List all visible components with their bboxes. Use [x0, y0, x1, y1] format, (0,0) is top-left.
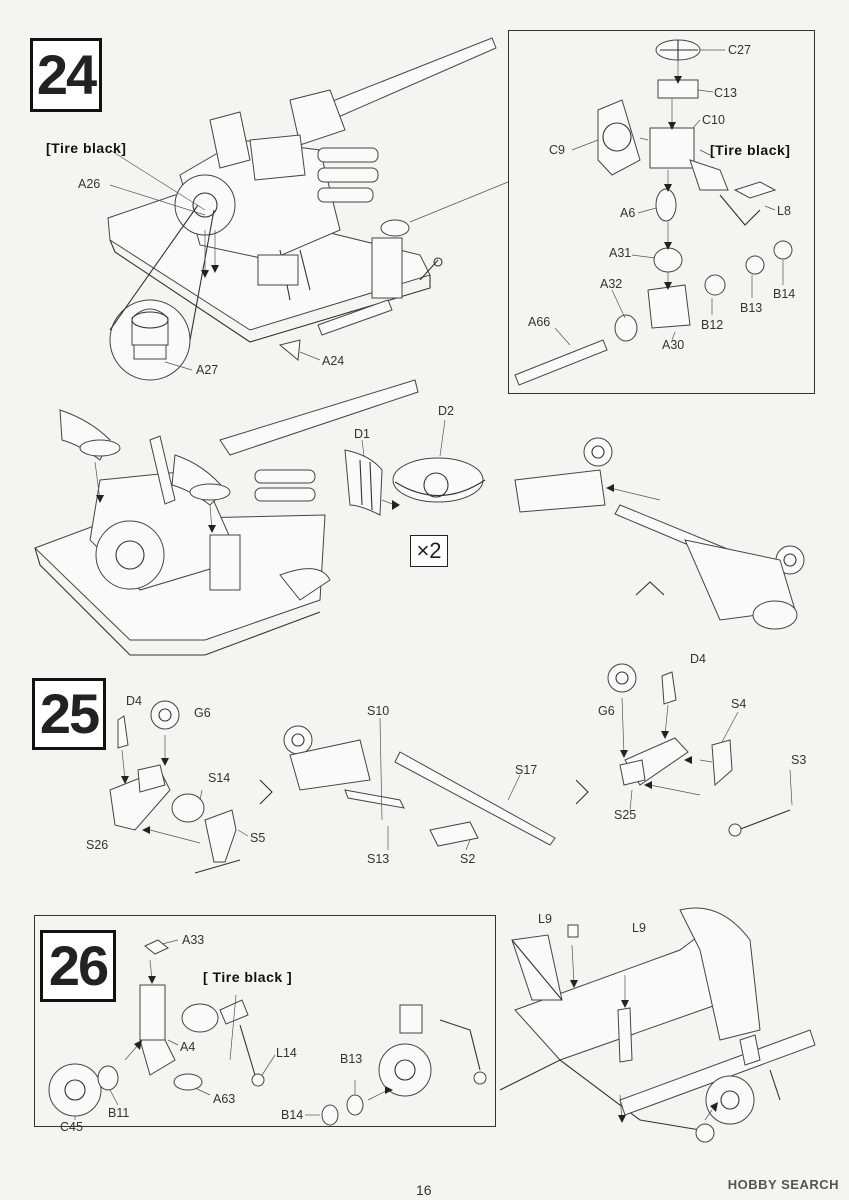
part-label-a33: A33 [182, 933, 205, 947]
part-label-c27: C27 [728, 43, 751, 57]
step-24-gun-assembly [107, 37, 509, 381]
part-label-s2: S2 [460, 852, 476, 866]
part-label-b11: B11 [108, 1106, 130, 1120]
part-label-b12: B12 [701, 318, 724, 332]
step-24-detail-parts [514, 39, 793, 386]
part-label-a30: A30 [662, 338, 685, 352]
part-label-s25: S25 [614, 808, 637, 822]
step-25-badge: 25 [32, 678, 106, 750]
step-26-badge: 26 [40, 930, 116, 1002]
part-label-a26: A26 [78, 177, 101, 191]
part-label-l9-left: L9 [538, 912, 552, 926]
part-label-s26: S26 [86, 838, 109, 852]
part-label-a24: A24 [322, 354, 345, 368]
part-label-a4: A4 [180, 1040, 196, 1054]
paint-note-tire-black-1: [Tire black] [46, 140, 127, 156]
part-label-c9: C9 [549, 143, 565, 157]
part-label-g6-right: G6 [598, 704, 615, 718]
paint-note-tire-black-2: [Tire black] [710, 142, 791, 158]
part-label-s13: S13 [367, 852, 390, 866]
part-label-a27: A27 [196, 363, 219, 377]
part-label-a66: A66 [528, 315, 551, 329]
part-label-s4: S4 [731, 697, 747, 711]
part-label-b14: B14 [773, 287, 796, 301]
part-label-l8: L8 [777, 204, 791, 218]
part-label-c13: C13 [714, 86, 737, 100]
step-24-badge: 24 [30, 38, 102, 112]
part-label-s3: S3 [791, 753, 807, 767]
seat-parts-d1-d2 [344, 419, 486, 516]
part-label-d1: D1 [354, 427, 370, 441]
part-label-s10: S10 [367, 704, 390, 718]
part-label-b14-step26: B14 [281, 1108, 304, 1122]
part-label-b13-step26: B13 [340, 1052, 363, 1066]
quantity-multiplier-box: ×2 [410, 535, 448, 567]
part-label-a31: A31 [609, 246, 632, 260]
part-label-a6: A6 [620, 206, 636, 220]
part-label-s5: S5 [250, 831, 266, 845]
step-24-detail-frame [508, 30, 815, 394]
part-label-l14: L14 [276, 1046, 297, 1060]
page-number: 16 [416, 1182, 432, 1198]
part-label-g6-left: G6 [194, 706, 211, 720]
step-26-gun-assembly [499, 907, 816, 1143]
part-label-a63: A63 [213, 1092, 236, 1106]
part-label-c10: C10 [702, 113, 725, 127]
part-label-d2: D2 [438, 404, 454, 418]
part-label-l9-right: L9 [632, 921, 646, 935]
paint-note-tire-black-3: [ Tire black ] [203, 969, 293, 985]
step-26-frame [34, 915, 496, 1127]
part-label-d4-left: D4 [126, 694, 142, 708]
part-label-a32: A32 [600, 277, 623, 291]
part-label-b13: B13 [740, 301, 763, 315]
part-label-s17: S17 [515, 763, 538, 777]
part-label-s14: S14 [208, 771, 231, 785]
watermark: HOBBY SEARCH [727, 1177, 839, 1192]
part-label-d4-right: D4 [690, 652, 706, 666]
part-label-c45: C45 [60, 1120, 83, 1134]
step-24-sight-cradle [514, 437, 805, 630]
step-24-seats-view [34, 379, 419, 656]
step-26-parts [48, 939, 487, 1126]
step-25-parts [109, 663, 793, 874]
